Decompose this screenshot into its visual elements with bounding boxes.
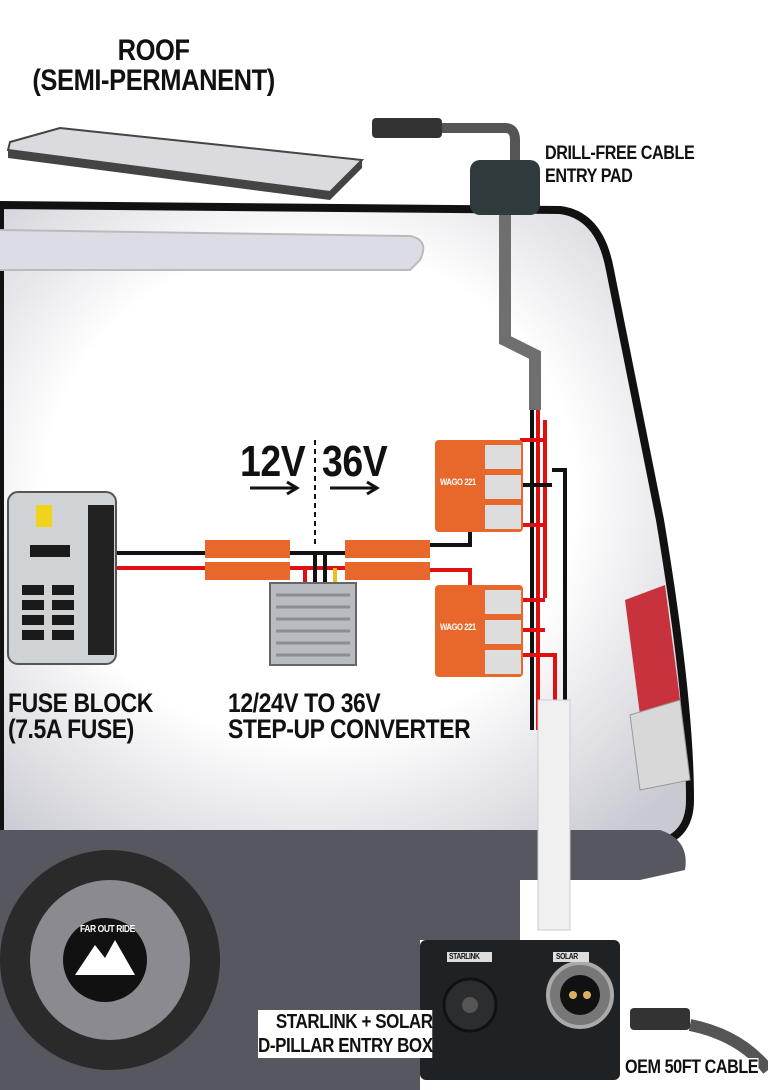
entry-box-line2: D-PILLAR ENTRY BOX (258, 1035, 433, 1057)
starlink-port-label: STARLINK (449, 952, 480, 961)
oem-cable-plug (630, 1008, 690, 1030)
cable-entry-pad (470, 160, 540, 215)
converter-label: 12/24V TO 36V STEP-UP CONVERTER (228, 688, 471, 744)
wago-small-group (205, 540, 430, 580)
entry-pad-label: DRILL-FREE CABLE ENTRY PAD (545, 142, 695, 188)
fuse-block-line2: (7.5A FUSE) (8, 714, 134, 744)
arrow-12v (250, 480, 300, 496)
step-up-converter (269, 582, 357, 666)
van-body (0, 200, 695, 849)
van-window-trim (0, 229, 425, 271)
tail-light-lower (629, 699, 691, 791)
arrow-36v (330, 480, 380, 496)
voltage-36v: 36V (322, 437, 388, 486)
voltage-12v: 12V (240, 437, 306, 486)
converter-line1: 12/24V TO 36V (228, 688, 381, 718)
roof-label-line1: ROOF (117, 34, 190, 67)
roof-cable-plug (372, 118, 442, 138)
tail-light (625, 585, 680, 715)
wago-large-bottom (435, 585, 523, 677)
solar-port-label: SOLAR (556, 952, 578, 961)
roof-label: ROOF (SEMI-PERMANENT) (32, 36, 275, 96)
entry-pad-line1: DRILL-FREE CABLE (545, 143, 695, 164)
converter-line2: STEP-UP CONVERTER (228, 714, 471, 744)
white-cable-sheath (537, 699, 571, 931)
entry-pad-line2: ENTRY PAD (545, 166, 633, 187)
roof-cable (440, 123, 520, 180)
wago-large-top (435, 440, 523, 532)
oem-cable (688, 1019, 768, 1074)
logo-mountain (75, 940, 135, 975)
oem-cable-label: OEM 50FT CABLE (625, 1057, 759, 1078)
roof-label-line2: (SEMI-PERMANENT) (32, 64, 275, 97)
entry-box-label: STARLINK + SOLAR D-PILLAR ENTRY BOX (258, 1010, 433, 1058)
wago-label-bottom: WAGO 221 (440, 622, 476, 632)
entry-box-line1: STARLINK + SOLAR (275, 1011, 433, 1033)
wago-label-top: WAGO 221 (440, 477, 476, 487)
logo-text: FAR OUT RIDE (80, 924, 135, 935)
fuse-block-line1: FUSE BLOCK (8, 688, 153, 718)
fuse-block-label: FUSE BLOCK (7.5A FUSE) (8, 688, 153, 744)
gray-cable (499, 215, 541, 410)
